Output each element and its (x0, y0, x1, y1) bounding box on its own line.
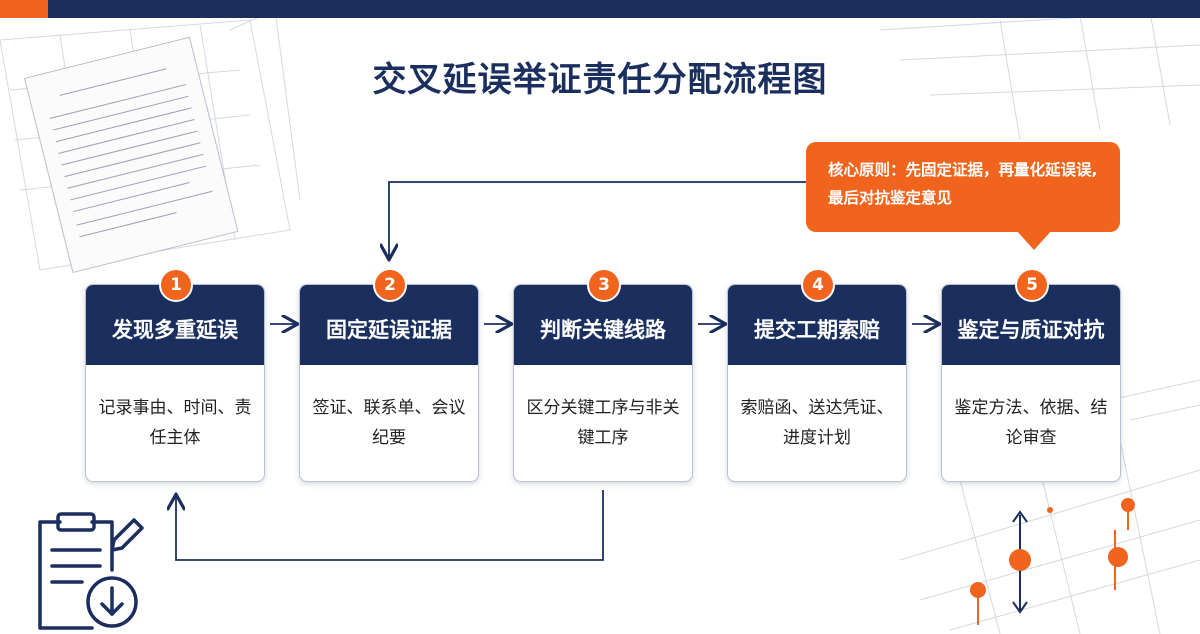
step-number-3: 3 (587, 268, 621, 302)
callout-text: 核心原则：先固定证据，再量化延误误, 最后对抗鉴定意见 (828, 161, 1098, 207)
step-number-2: 2 (373, 268, 407, 302)
top-bar (0, 0, 1200, 18)
callout-feedback-arrow (389, 181, 806, 258)
step-card-1: 发现多重延误 记录事由、时间、责任主体 (85, 284, 265, 482)
step-number-4: 4 (801, 268, 835, 302)
callout-tail (1016, 230, 1052, 250)
step-desc-1: 记录事由、时间、责任主体 (98, 398, 252, 448)
page-title: 交叉延误举证责任分配流程图 (372, 60, 828, 100)
step-card-3: 判断关键线路 区分关键工序与非关键工序 (513, 284, 693, 482)
step-desc-3: 区分关键工序与非关键工序 (526, 398, 680, 448)
clipboard-download-icon (38, 512, 144, 630)
step-card-5: 鉴定与质证对抗 鉴定方法、依据、结论审查 (941, 284, 1121, 482)
step-card-2: 固定延误证据 签证、联系单、会议纪要 (299, 284, 479, 482)
step-desc-2: 签证、联系单、会议纪要 (312, 398, 466, 448)
bottom-feedback-arrow (176, 490, 604, 561)
step-number-5: 5 (1015, 268, 1049, 302)
top-bar-accent (0, 0, 48, 18)
step-number-1: 1 (159, 268, 193, 302)
step-desc-5: 鉴定方法、依据、结论审查 (954, 398, 1108, 448)
core-principle-callout: 核心原则：先固定证据，再量化延误误, 最后对抗鉴定意见 (806, 142, 1120, 232)
step-card-4: 提交工期索赔 索赔函、送达凭证、进度计划 (727, 284, 907, 482)
step-desc-4: 索赔函、送达凭证、进度计划 (740, 398, 894, 448)
